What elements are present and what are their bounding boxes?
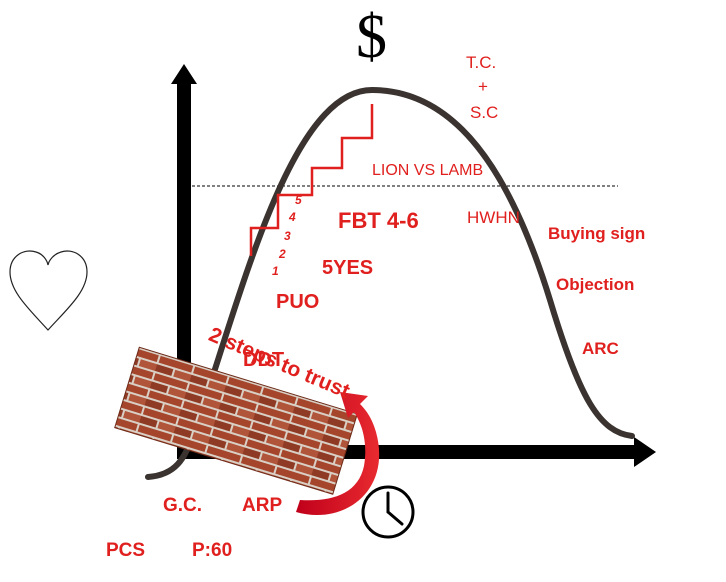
label-arp: ARP bbox=[242, 496, 282, 515]
label-sc: S.C bbox=[470, 104, 498, 121]
label-hwhn: HWHN bbox=[467, 209, 520, 226]
step-number: 4 bbox=[289, 211, 296, 223]
label-pcs: PCS bbox=[106, 541, 145, 560]
clock-icon bbox=[363, 487, 413, 537]
label-5yes: 5YES bbox=[322, 258, 373, 278]
dollar-sign: $ bbox=[356, 6, 387, 68]
heart-icon bbox=[10, 251, 87, 330]
label-lion-vs-lamb: LION VS LAMB bbox=[372, 163, 483, 179]
label-plus: + bbox=[478, 78, 488, 95]
label-buying-sign: Buying sign bbox=[548, 225, 645, 242]
label-puo: PUO bbox=[276, 292, 319, 312]
label-arc: ARC bbox=[582, 340, 619, 357]
step-number: 3 bbox=[284, 230, 291, 242]
label-p60: P:60 bbox=[192, 541, 232, 560]
label-fbt: FBT 4-6 bbox=[338, 210, 419, 232]
step-number: 2 bbox=[279, 248, 286, 260]
label-tc: T.C. bbox=[466, 54, 496, 71]
step-number: 5 bbox=[295, 194, 302, 206]
step-number: 1 bbox=[272, 265, 279, 277]
label-gc: G.C. bbox=[163, 496, 202, 515]
label-ddt: DDT bbox=[243, 350, 284, 370]
label-objection: Objection bbox=[556, 276, 634, 293]
